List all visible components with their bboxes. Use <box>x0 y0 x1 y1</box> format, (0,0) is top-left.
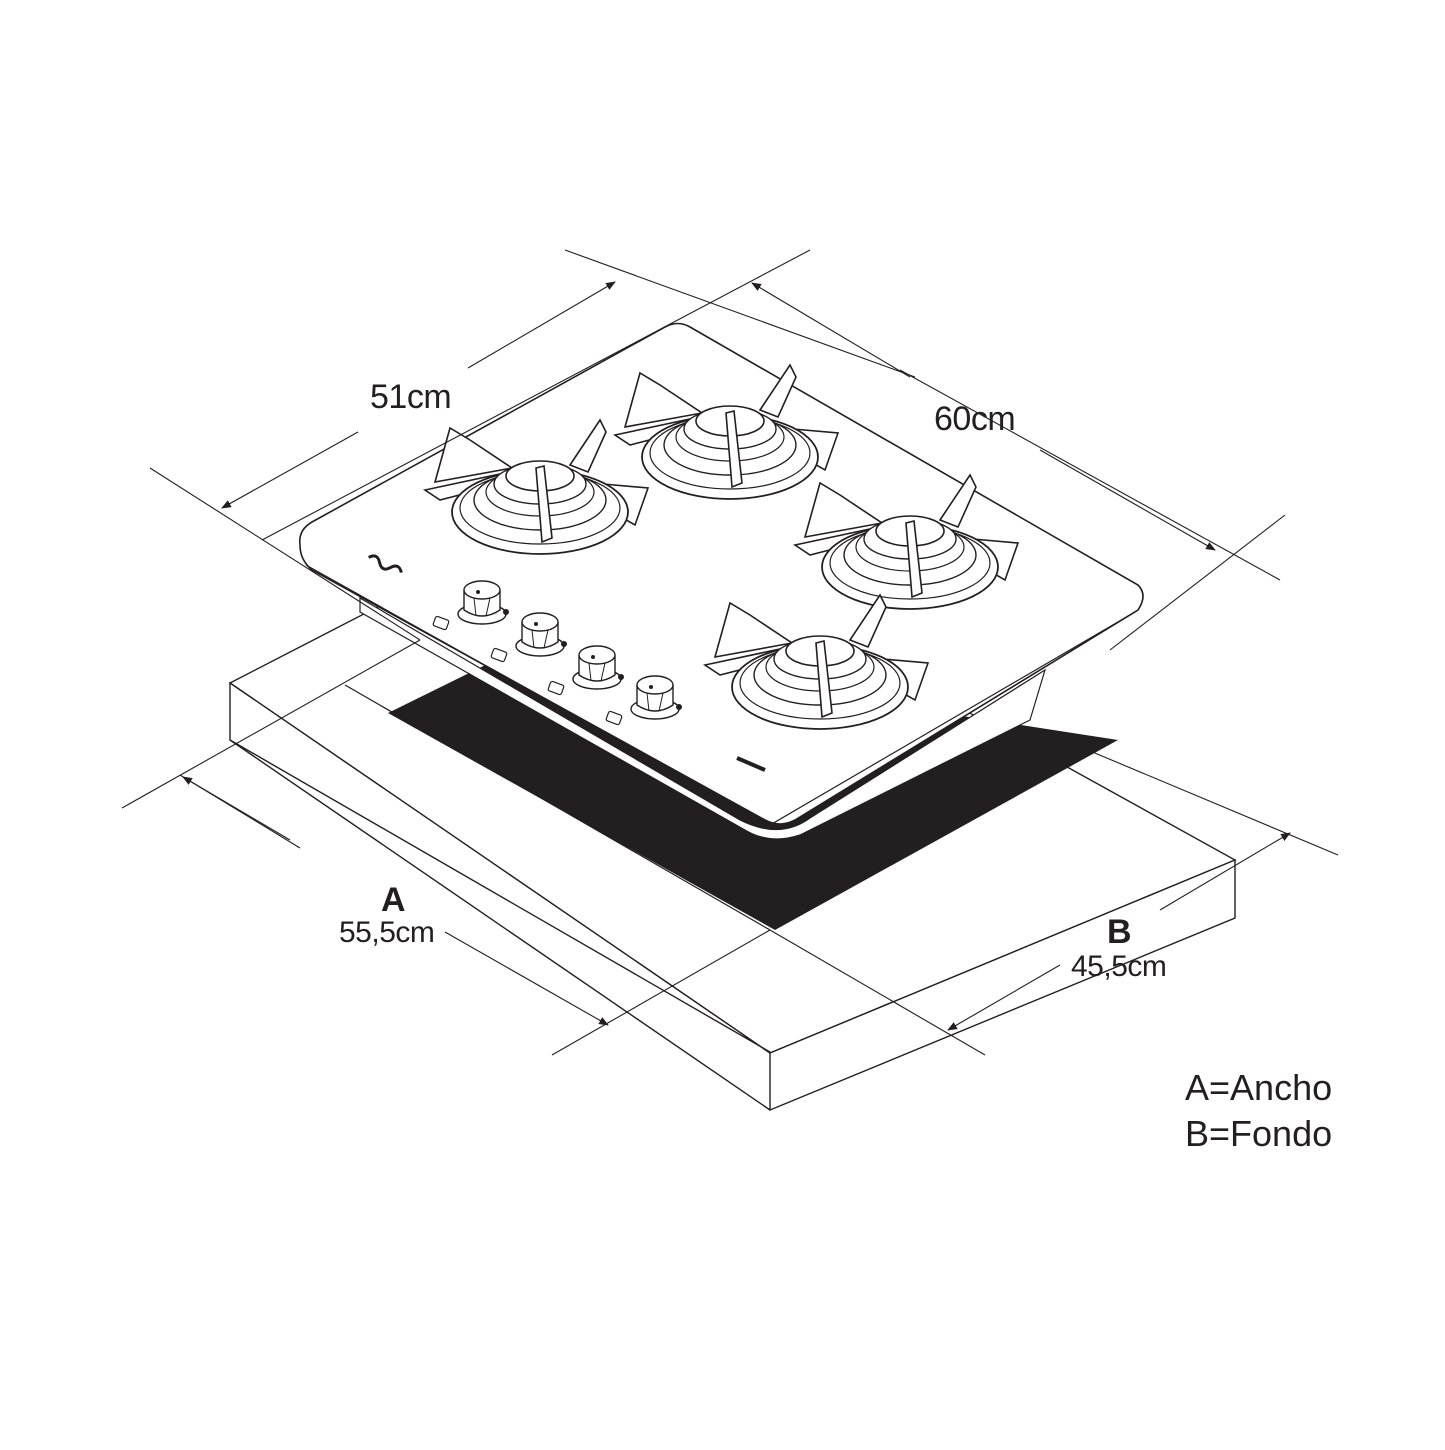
legend-a: A=Ancho <box>1185 1067 1333 1108</box>
hob-body <box>298 322 1144 840</box>
dimension-60cm <box>751 282 1286 651</box>
legend-b: B=Fondo <box>1185 1113 1333 1154</box>
cutout-b-letter: B <box>1107 913 1132 951</box>
brand-logo-icon <box>367 554 403 573</box>
cutout-a-value: 55,5cm <box>339 916 435 949</box>
dimension-51cm <box>149 249 916 641</box>
width-dimension-label: 60cm <box>934 400 1016 438</box>
model-plate-icon <box>736 756 766 772</box>
cutout-a-letter: A <box>381 881 406 919</box>
legend: A=Ancho B=Fondo <box>1185 1065 1332 1157</box>
dimension-b <box>769 729 1339 1056</box>
dimension-a <box>121 639 771 1056</box>
depth-dimension-label: 51cm <box>370 378 452 416</box>
cutout-b-value: 45,5cm <box>1071 950 1167 983</box>
